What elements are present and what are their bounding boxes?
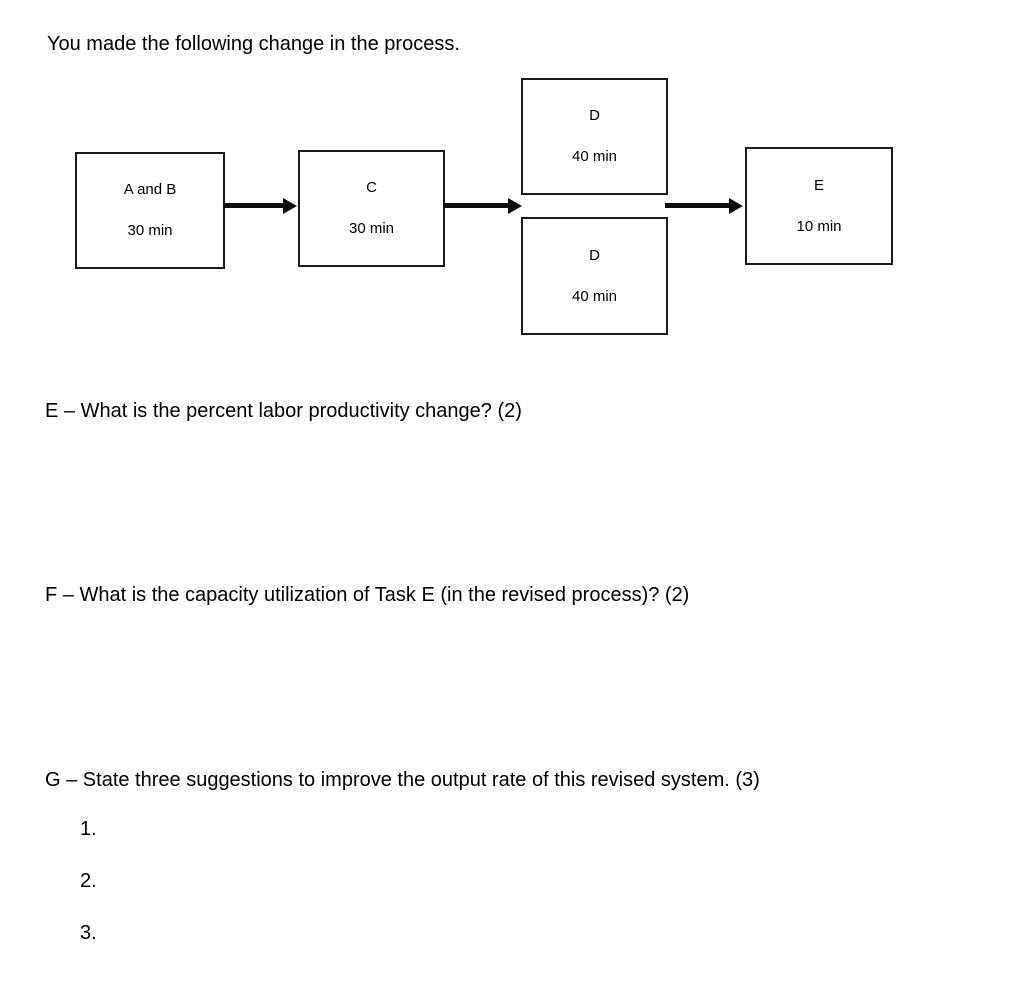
task-label: C bbox=[366, 179, 377, 196]
task-duration: 10 min bbox=[796, 217, 842, 235]
intro-text: You made the following change in the pro… bbox=[47, 33, 460, 55]
flow-arrow-d-to-e bbox=[665, 203, 730, 208]
flow-arrow-c-to-d bbox=[443, 203, 509, 208]
question-f: F – What is the capacity utilization of … bbox=[45, 584, 690, 606]
answer-list-item-1: 1. bbox=[80, 818, 97, 840]
task-duration: 40 min bbox=[571, 287, 618, 305]
task-box-c: C 30 min bbox=[298, 150, 445, 267]
task-box-e: E 10 min bbox=[745, 147, 893, 265]
flow-arrow-ab-to-c bbox=[223, 203, 284, 208]
task-duration: 30 min bbox=[348, 220, 395, 237]
task-duration: 40 min bbox=[571, 148, 618, 165]
task-box-a-and-b: A and B 30 min bbox=[75, 152, 225, 269]
task-label: A and B bbox=[123, 181, 177, 198]
answer-list-item-3: 3. bbox=[80, 922, 97, 944]
task-box-d-top: D 40 min bbox=[521, 78, 668, 195]
task-duration: 30 min bbox=[127, 222, 173, 239]
task-box-d-bottom: D 40 min bbox=[521, 217, 668, 335]
task-label: D bbox=[589, 107, 600, 124]
answer-list-item-2: 2. bbox=[80, 870, 97, 892]
question-e: E – What is the percent labor productivi… bbox=[45, 400, 522, 422]
task-label: D bbox=[589, 246, 600, 264]
question-g: G – State three suggestions to improve t… bbox=[45, 769, 760, 791]
task-label: E bbox=[813, 176, 824, 194]
